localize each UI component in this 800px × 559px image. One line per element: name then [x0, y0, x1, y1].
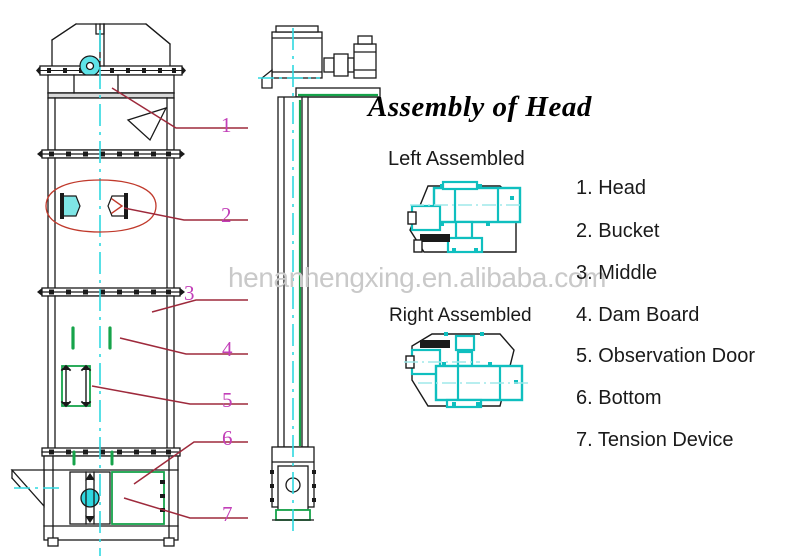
bottom-boot-assembly — [43, 455, 179, 547]
leader-3 — [151, 299, 248, 313]
legend-item-1: 1. Head — [576, 177, 647, 199]
dam-board-marks — [71, 326, 112, 350]
legend-item-4: 4. Dam Board — [576, 304, 700, 326]
side-view-drive-unit — [323, 35, 377, 79]
bucket-highlight-ellipse — [45, 179, 157, 233]
observation-door — [60, 364, 92, 408]
legend-item-2: 2. Bucket — [576, 220, 660, 242]
legend-item-3: 3. Middle — [576, 262, 658, 284]
leader-1 — [111, 87, 248, 129]
right-assembled-label: Right Assembled — [389, 305, 532, 326]
legend-item-7: 7. Tension Device — [576, 429, 734, 451]
middle-casing-upper — [47, 157, 175, 291]
callout-number-7: 7 — [222, 502, 233, 526]
casing-joint-2 — [37, 287, 185, 297]
callout-number-2: 2 — [221, 203, 232, 227]
left-assembled-label: Left Assembled — [388, 148, 525, 170]
leader-2 — [123, 207, 248, 221]
right-assembled-detail — [404, 332, 528, 409]
legend-item-5: 5. Observation Door — [576, 345, 755, 367]
callout-number-3: 3 — [184, 281, 195, 305]
callout-leader-lines — [91, 87, 248, 519]
bucket-detail-right — [107, 193, 128, 219]
callout-number-6: 6 — [222, 426, 233, 450]
leader-5 — [91, 385, 248, 405]
head-assembly — [36, 23, 186, 99]
leader-6 — [133, 441, 248, 485]
figure-title: Assembly of Head — [368, 91, 592, 123]
legend-item-6: 6. Bottom — [576, 387, 662, 409]
side-view-platform-green — [298, 93, 378, 446]
site-watermark: henanhengxing.en.alibaba.com — [228, 262, 606, 293]
bucket-detail-left — [60, 193, 81, 219]
side-view-centerline — [258, 28, 320, 534]
leader-4 — [119, 337, 248, 355]
casing-joint-1 — [37, 149, 185, 159]
callout-number-1: 1 — [221, 113, 232, 137]
upper-casing — [47, 97, 175, 151]
front-view-group — [10, 23, 186, 547]
callout-number-5: 5 — [222, 388, 233, 412]
left-assembled-detail — [407, 180, 524, 254]
leader-7 — [123, 497, 248, 519]
boot-green-arrows — [72, 450, 114, 466]
callout-number-4: 4 — [222, 337, 233, 361]
